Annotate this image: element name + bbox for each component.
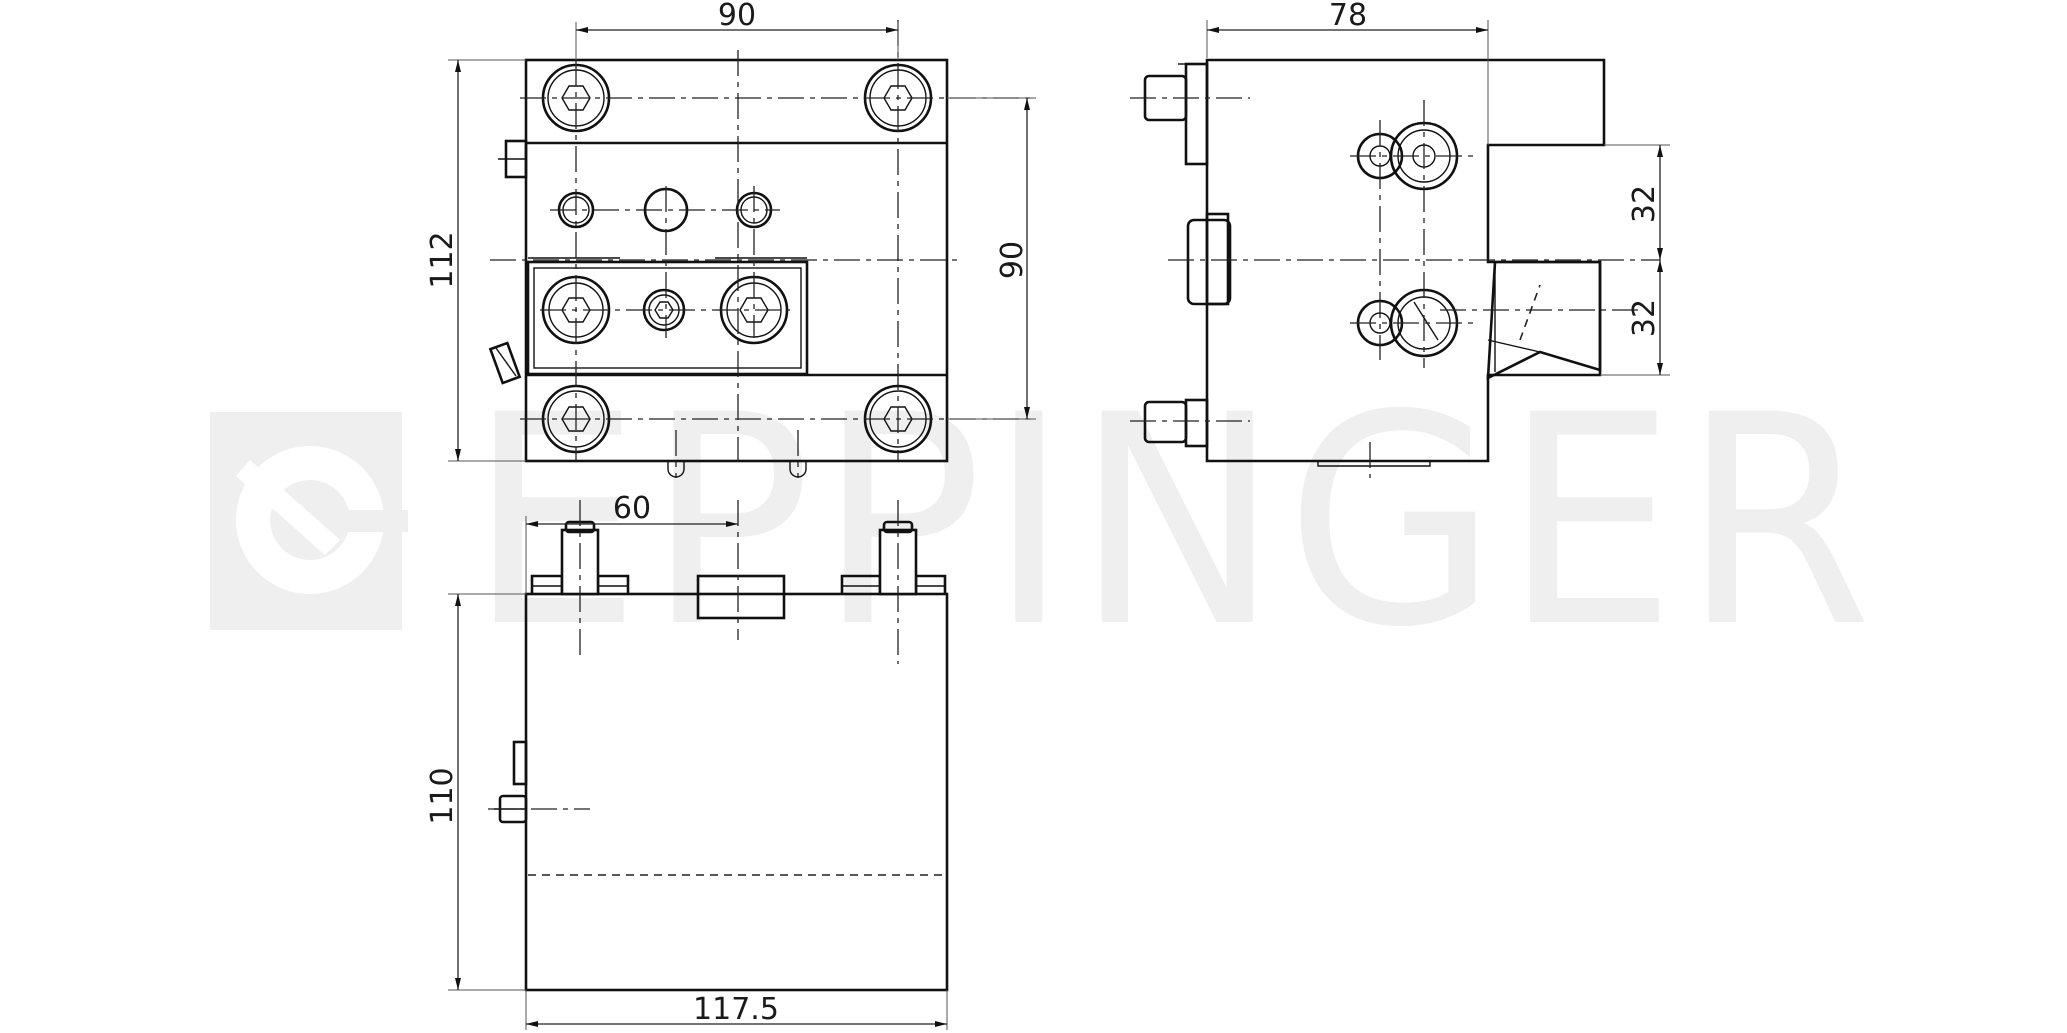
dim-side-width: 78 — [1329, 0, 1367, 33]
dim-side-upper-offset: 32 — [1627, 185, 1662, 223]
side-view — [1130, 58, 1660, 478]
dim-side-lower-offset: 32 — [1627, 299, 1662, 337]
dim-front-width: 90 — [718, 0, 756, 33]
bottom-view-dimensions: 60 110 117.5 — [425, 491, 948, 1030]
eppinger-logo-icon — [210, 412, 408, 630]
dim-bottom-width: 117.5 — [693, 992, 779, 1027]
dim-bottom-height: 110 — [425, 767, 460, 824]
watermark: EPPINGER — [210, 354, 1878, 691]
dim-bottom-offset: 60 — [613, 491, 651, 526]
front-view-dimensions: 90 112 90 — [425, 0, 1036, 462]
watermark-brand-text: EPPINGER — [468, 354, 1878, 691]
dim-front-bolt-spacing: 90 — [995, 241, 1030, 279]
front-view — [488, 20, 1030, 478]
side-view-dimensions: 78 32 32 — [1206, 0, 1670, 376]
bottom-view — [488, 500, 949, 992]
dim-front-height: 112 — [425, 231, 460, 288]
